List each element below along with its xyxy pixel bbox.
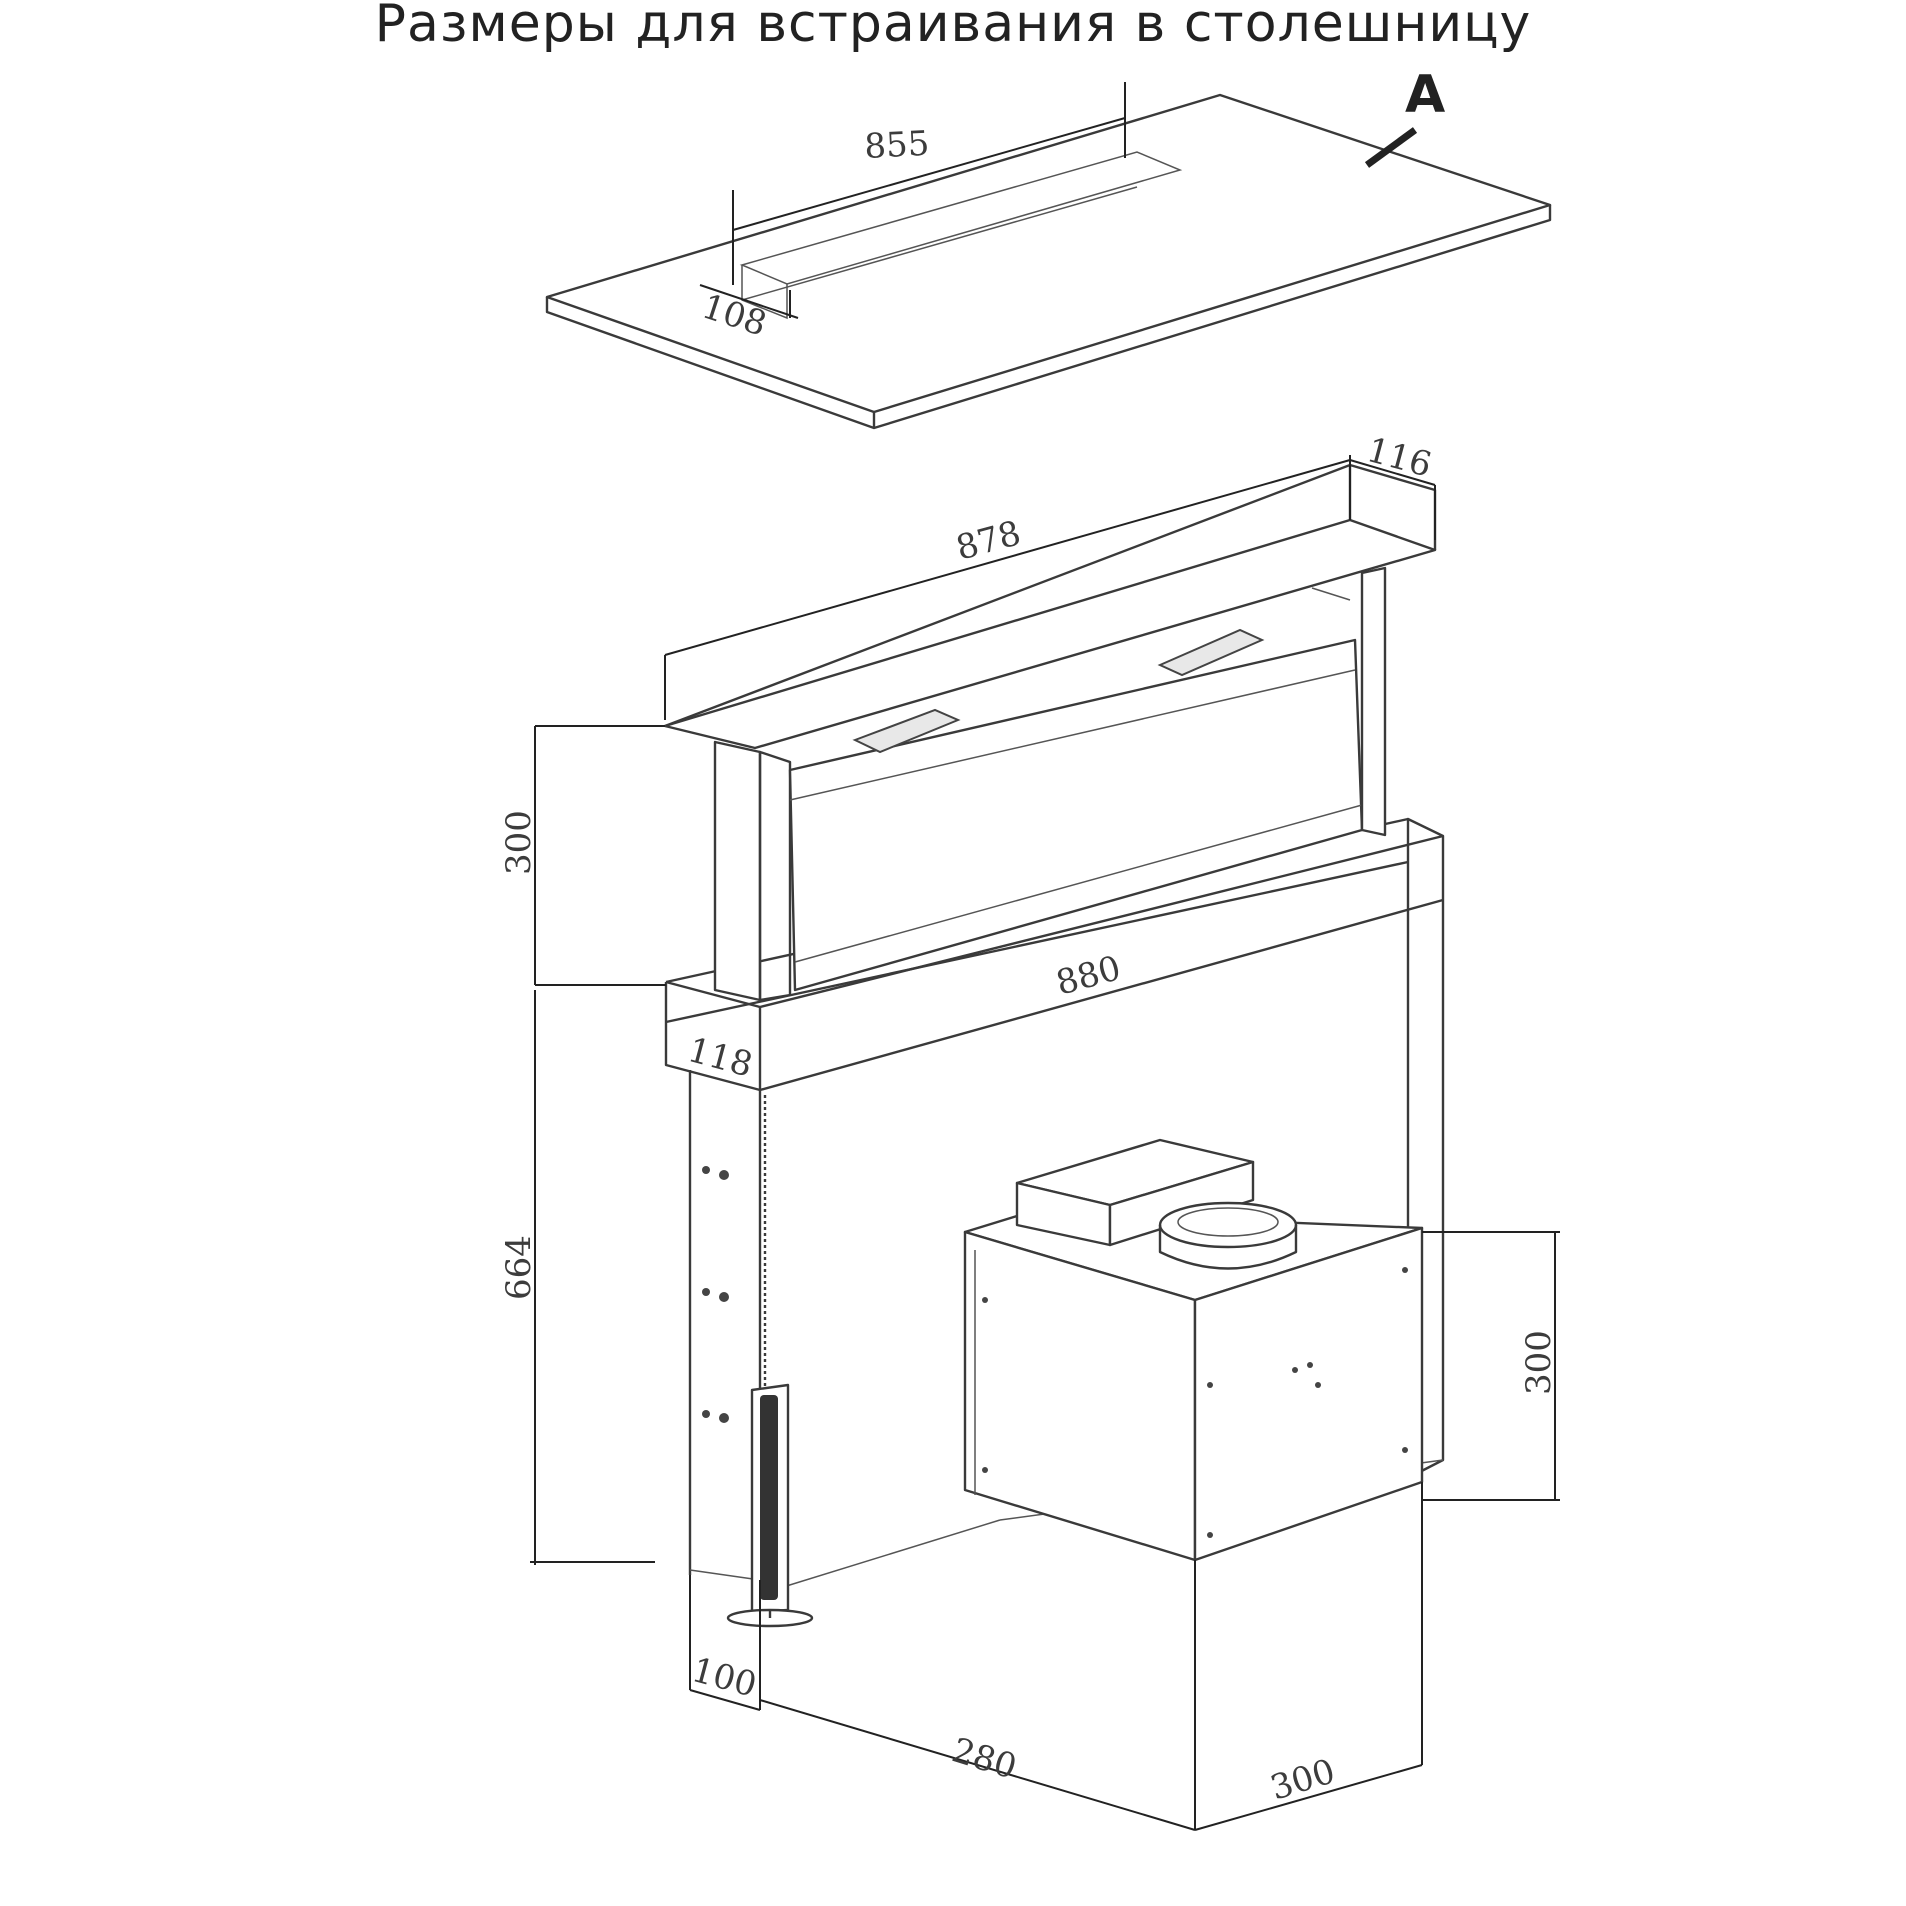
label-a: A [1405, 65, 1445, 125]
dim-855: 855 [863, 124, 930, 167]
column-details [702, 1095, 814, 1628]
rising-hood [663, 463, 1437, 1002]
dim-118: 118 [684, 1030, 757, 1085]
dim-300-lift: 300 [499, 810, 539, 875]
countertop-panel [545, 93, 1552, 430]
dim-664: 664 [499, 1235, 539, 1300]
dim-100: 100 [688, 1650, 761, 1705]
motor-box [963, 1138, 1424, 1562]
dim-878: 878 [952, 513, 1025, 568]
dim-280: 280 [947, 1730, 1021, 1787]
dim-116: 116 [1363, 430, 1436, 485]
dim-300-width: 300 [1266, 1751, 1340, 1808]
dim-300-height: 300 [1519, 1330, 1559, 1395]
panel-label-a: A [1364, 65, 1445, 168]
dim-880: 880 [1052, 948, 1125, 1003]
page-title: Размеры для встраивания в столешницу [374, 0, 1532, 54]
